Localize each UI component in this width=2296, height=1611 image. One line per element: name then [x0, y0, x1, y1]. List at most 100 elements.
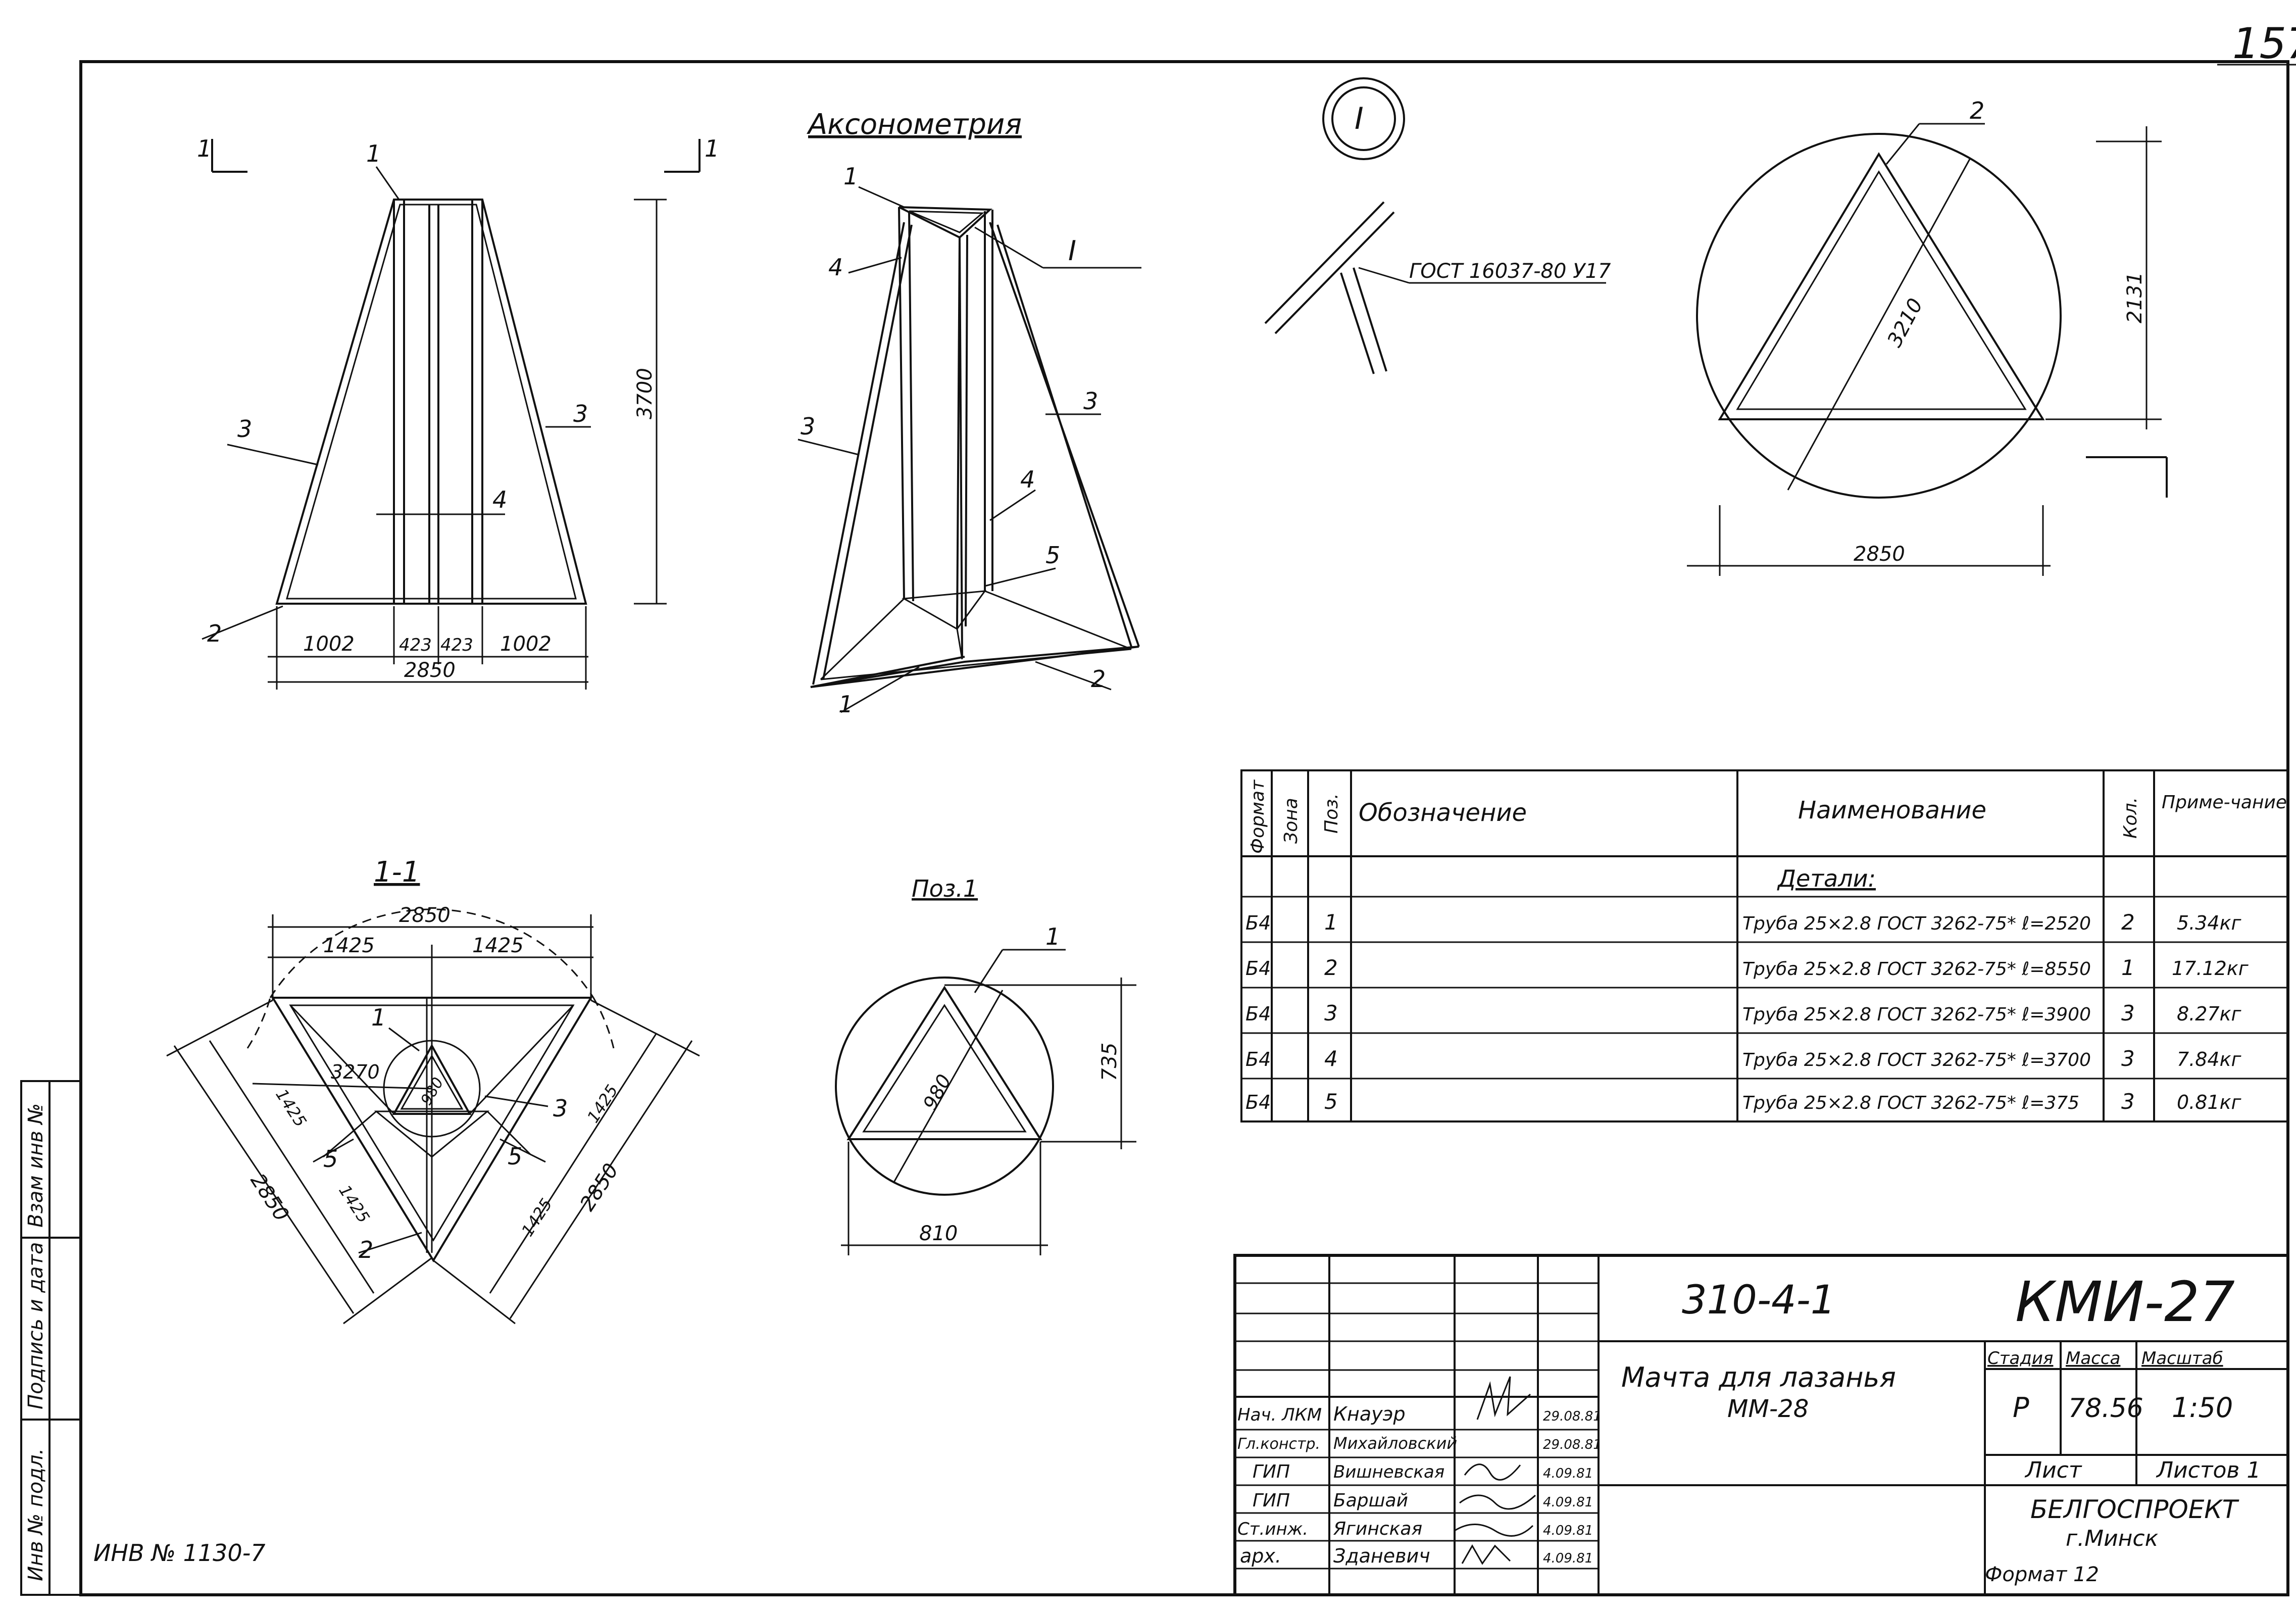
node-marker-text: I [1355, 101, 1364, 136]
spoke [820, 598, 905, 680]
leader [484, 1095, 548, 1107]
pos1-dim-980: 980 [919, 1071, 956, 1114]
org-city: г.Минск [2066, 1526, 2159, 1551]
table-row: Б4 5 Труба 25×2.8 ГОСТ 3262-75* ℓ=375 3 … [1245, 1089, 2242, 1114]
pos1-triangle [846, 986, 1042, 1140]
cell-format: Б4 [1245, 912, 1271, 934]
leader [848, 257, 902, 274]
dim-1425-left: 1425 [323, 934, 375, 957]
leader [840, 666, 920, 713]
cell-pos: 5 [1324, 1089, 1338, 1114]
leader [388, 1027, 420, 1052]
title-line1: Мачта для лазанья [1621, 1361, 1896, 1393]
brace [822, 224, 913, 680]
dim-ext [590, 999, 700, 1057]
signer-row: ГИП Вишневская 4.09.81 [1253, 1461, 1593, 1482]
outer-arc [269, 908, 594, 998]
dim-line [173, 1045, 355, 1314]
signer-role: ГИП [1253, 1490, 1290, 1511]
spec-table-frame [1240, 769, 2289, 1122]
top-ring [899, 206, 992, 239]
plan-triangle [1718, 152, 2045, 420]
dim-2850: 2850 [404, 659, 456, 682]
section-title: 1-1 [374, 856, 420, 889]
plan-circle [1696, 133, 2062, 499]
plan-label-2: 2 [1970, 97, 1984, 124]
leader [313, 1138, 354, 1163]
signer-name: Баршай [1333, 1490, 1408, 1511]
cell-format: Б4 [1245, 1048, 1271, 1070]
scale-value: 1:50 [2172, 1392, 2233, 1424]
table-row: Б4 2 Труба 25×2.8 ГОСТ 3262-75* ℓ=8550 1… [1245, 955, 2249, 980]
spec-table: Формат Зона Поз. Обозначение Наименовани… [1240, 769, 2289, 1122]
cell-qty: 1 [2121, 955, 2135, 980]
signature-scribble [1476, 1376, 1531, 1420]
base-ring [820, 648, 1132, 680]
signature-scribble [1461, 1544, 1511, 1565]
dim-ext [343, 1257, 432, 1325]
org-name: БЕЛГОСПРОЕКТ [2030, 1495, 2239, 1524]
axo-label-1-bottom: 1 [838, 691, 853, 718]
node-I-view: I ГОСТ 16037-80 У17 [1264, 77, 1611, 374]
archive-number: ИНВ № 1130-7 [93, 1539, 266, 1567]
label-pos4: 4 [492, 486, 507, 513]
hdr-designation: Обозначение [1359, 799, 1527, 827]
title-block: 310-4-1 КМИ-27 Мачта для лазанья ММ-28 С… [1233, 1254, 2289, 1596]
signer-role: арх. [1240, 1545, 1281, 1567]
sheets-label: Листов 1 [2156, 1457, 2261, 1483]
leader [989, 489, 1036, 521]
leader [358, 1232, 422, 1254]
table-row: Б4 1 Труба 25×2.8 ГОСТ 3262-75* ℓ=2520 2… [1245, 910, 2242, 935]
dim-right-2850: 2850 [576, 1159, 623, 1215]
node-marker-inner [1331, 86, 1396, 151]
stage-value: Р [2013, 1392, 2029, 1424]
hdr-qty: Кол. [2120, 797, 2141, 839]
cell-note: 17.12кг [2172, 957, 2249, 980]
dim-line [209, 1040, 375, 1294]
brace [996, 224, 1132, 647]
sec-label-1: 1 [371, 1004, 386, 1031]
dim-2850-top: 2850 [399, 904, 451, 927]
signer-row: Гл.констр. Михайловский 29.08.81 [1237, 1434, 1602, 1453]
elevation-view: 1 1 1 3 3 4 2 1002 423 423 1 [197, 135, 719, 690]
sheet-code: КМИ-27 [2015, 1270, 2235, 1334]
axo-label-4-right: 4 [1020, 466, 1035, 493]
dim-980-inner: 980 [418, 1075, 447, 1108]
sec-label-5-left: 5 [323, 1145, 338, 1173]
side-stamp-inv-label: Инв № подл. [24, 1448, 47, 1581]
dim-left-1425-b: 1425 [335, 1182, 373, 1227]
section-details: Детали: [1777, 865, 1876, 892]
cell-note: 8.27кг [2177, 1003, 2242, 1025]
signer-name: Вишневская [1333, 1462, 1444, 1482]
cell-format: Б4 [1245, 1003, 1271, 1025]
signer-name: Ягинская [1333, 1519, 1422, 1539]
pipe [1353, 267, 1387, 372]
leader [1358, 267, 1410, 284]
cell-note: 7.84кг [2177, 1048, 2242, 1070]
label-pos3-right: 3 [573, 400, 588, 427]
stage-header: Стадия [1987, 1348, 2053, 1369]
signer-role: Нач. ЛКМ [1237, 1405, 1322, 1425]
side-stamp-sign-label: Подпись и дата [24, 1242, 47, 1409]
hdr-format: Формат [1247, 779, 1268, 854]
axo-label-2: 2 [1091, 665, 1106, 693]
signer-date: 4.09.81 [1543, 1523, 1593, 1538]
spoke [289, 1004, 395, 1115]
dim-423-right: 423 [440, 635, 473, 655]
signer-name: Кнауэр [1333, 1403, 1406, 1425]
leader [375, 166, 400, 200]
spoke [323, 1110, 377, 1158]
mass-value: 78.56 [2068, 1393, 2143, 1424]
pos1-triangle-inner [862, 1004, 1027, 1133]
signature-scribble [1459, 1494, 1536, 1510]
top-ring-inner [909, 210, 984, 233]
format-label: Формат 12 [1985, 1563, 2099, 1586]
dim-3700: 3700 [633, 368, 657, 419]
leader [984, 567, 1056, 587]
cell-name: Труба 25×2.8 ГОСТ 3262-75* ℓ=8550 [1742, 959, 2091, 980]
post [908, 211, 914, 602]
cell-pos: 3 [1324, 1001, 1338, 1026]
leader [500, 1138, 546, 1163]
node-marker-outer [1322, 77, 1405, 160]
